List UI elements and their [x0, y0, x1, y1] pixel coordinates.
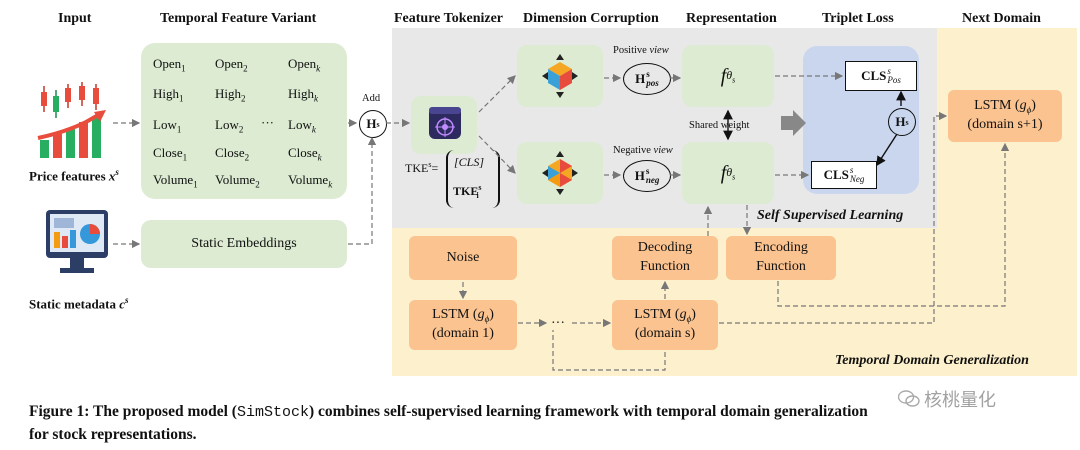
header-temporal-feature-variant: Temporal Feature Variant [160, 11, 317, 26]
feature-cell: Volume1 [153, 172, 198, 190]
f-neg-sub: θs [726, 164, 736, 182]
header-triplet-loss: Triplet Loss [822, 11, 894, 26]
wechat-icon [898, 390, 920, 408]
feature-cell: Volumek [288, 172, 333, 190]
feature-cell: Openk [288, 56, 321, 74]
feature-cell: Highk [288, 86, 318, 104]
noise-box: Noise [409, 236, 517, 280]
feature-cell: Volume2 [215, 172, 260, 190]
static-metadata-label: Static metadata cs [29, 295, 129, 312]
shared-weight-label: Shared weight [689, 120, 750, 131]
feature-cell: Low1 [153, 117, 182, 135]
lstm-domain-s-line2: (domain s) [634, 326, 696, 342]
header-next-domain: Next Domain [962, 11, 1041, 26]
feature-ellipsis: ··· [261, 115, 274, 130]
ssl-label: Self Supervised Learning [757, 208, 904, 223]
feature-cell: Lowk [288, 117, 316, 135]
tke-i: TKEsi [453, 183, 482, 201]
watermark: 核桃量化 [898, 386, 996, 412]
tdg-ellipsis: ··· [551, 316, 565, 331]
feature-cell: Close1 [153, 145, 188, 163]
negative-view-label: Negative view [613, 145, 673, 156]
figure-caption: Figure 1: The proposed model (SimStock) … [29, 403, 868, 443]
header-dimension-corruption: Dimension Corruption [523, 11, 659, 26]
feature-cell: High1 [153, 86, 184, 104]
static-embeddings-box: Static Embeddings [141, 220, 347, 268]
lstm-domain1-line1: LSTM (gϕ) [432, 307, 494, 324]
static-embeddings-label: Static Embeddings [191, 236, 297, 251]
lstm-domain-s-line1: LSTM (gϕ) [634, 307, 696, 324]
temporal-feature-box [141, 43, 347, 199]
tokenizer-icon [428, 106, 462, 140]
f-pos-sub: θs [726, 67, 736, 85]
lstm-domain-s-box: LSTM (gϕ) (domain s) [612, 300, 718, 350]
feature-cell: Open1 [153, 56, 186, 74]
tke-bracket [446, 150, 500, 208]
add-label: Add [362, 93, 381, 104]
tke-formula: TKEs= [405, 160, 439, 175]
header-feature-tokenizer: Feature Tokenizer [394, 11, 504, 26]
next-domain-lstm-line2: (domain s+1) [967, 117, 1043, 133]
negative-cube-icon [540, 149, 580, 197]
next-domain-lstm-box: LSTM (gϕ) (domain s+1) [948, 90, 1062, 142]
next-domain-lstm-line1: LSTM (gϕ) [974, 98, 1036, 115]
feature-cell: Closek [288, 145, 322, 163]
next-domain-region [937, 28, 1077, 376]
feature-cell: Open2 [215, 56, 248, 74]
lstm-domain1-box: LSTM (gϕ) (domain 1) [409, 300, 517, 350]
tdg-label: Temporal Domain Generalization [835, 353, 1029, 368]
stock-chart-icon [36, 82, 112, 160]
feature-cell: Close2 [215, 145, 250, 163]
header-representation: Representation [686, 11, 777, 26]
price-features-label: Price features xs [29, 167, 119, 184]
header-input: Input [58, 11, 92, 26]
monitor-dashboard-icon [44, 208, 110, 276]
positive-view-label: Positive view [613, 45, 669, 56]
positive-cube-icon [540, 52, 580, 100]
feature-cell: High2 [215, 86, 246, 104]
lstm-domain1-line2: (domain 1) [432, 326, 494, 342]
feature-cell: Low2 [215, 117, 244, 135]
tke-cls: [CLS] [454, 155, 485, 169]
